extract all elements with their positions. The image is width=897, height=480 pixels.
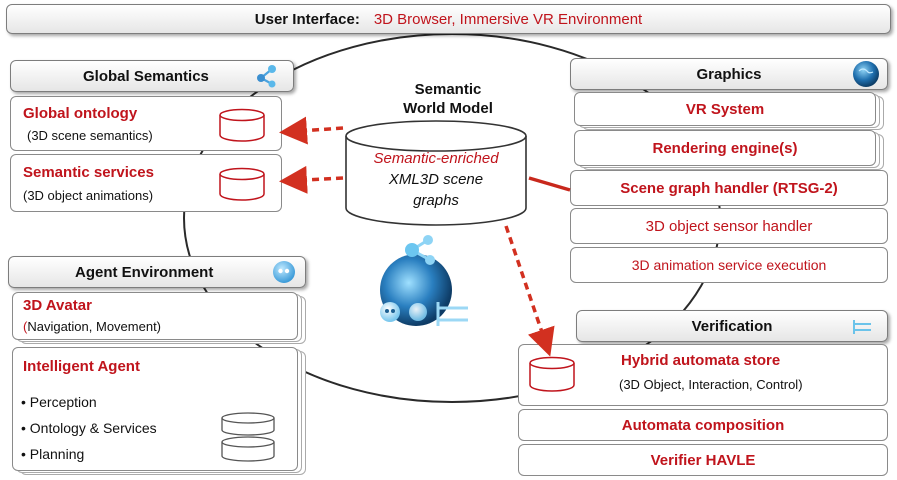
- bullet-planning: • Planning: [21, 446, 85, 462]
- world-model-db: [345, 120, 527, 226]
- user-interface-value: 3D Browser, Immersive VR Environment: [373, 10, 643, 28]
- automata-db-icon: [529, 356, 575, 392]
- verifier-havle-box: Verifier HAVLE: [518, 444, 888, 476]
- agent-environment-title: Agent Environment: [75, 263, 214, 281]
- semantic-services-title: Semantic services: [23, 164, 154, 181]
- animation-execution-label: 3D animation service execution: [631, 257, 827, 273]
- rendering-engine-box: Rendering engine(s): [574, 130, 876, 166]
- global-semantics-title: Global Semantics: [83, 67, 209, 85]
- global-ontology-title: Global ontology: [23, 105, 138, 122]
- bullet-perception: • Perception: [21, 394, 97, 410]
- agent-environment-header: Agent Environment: [8, 256, 306, 288]
- world-model-db-text: Semantic-enriched XML3D scene graphs: [373, 150, 499, 209]
- hybrid-automata-subtitle: (3D Object, Interaction, Control): [619, 377, 803, 392]
- automata-composition-label: Automata composition: [621, 416, 785, 434]
- verification-title: Verification: [691, 317, 773, 335]
- avatar-box: 3D Avatar (Navigation, Movement): [12, 292, 298, 340]
- semantic-services-subtitle: (3D object animations): [23, 188, 154, 203]
- object-sensor-label: 3D object sensor handler: [645, 217, 813, 235]
- global-ontology-subtitle: (3D scene semantics): [27, 128, 153, 143]
- automata-composition-box: Automata composition: [518, 409, 888, 441]
- world-model-title: Semantic World Model: [403, 81, 493, 117]
- graphics-title: Graphics: [696, 65, 762, 83]
- agent-face-icon: [273, 261, 295, 283]
- vr-system-box: VR System: [574, 92, 876, 126]
- avatar-subtitle: (Navigation, Movement): [23, 319, 162, 334]
- global-ontology-box: Global ontology (3D scene semantics): [10, 96, 282, 151]
- services-db-icon: [219, 167, 265, 201]
- semantic-services-box: Semantic services (3D object animations): [10, 154, 282, 212]
- rendering-engine-label: Rendering engine(s): [652, 139, 798, 157]
- agent-db-icon: [221, 412, 275, 462]
- verification-icon: [853, 320, 871, 334]
- verification-header: Verification: [576, 310, 888, 342]
- animation-execution-box: 3D animation service execution: [570, 247, 888, 283]
- globe-icon: [853, 61, 879, 87]
- graphics-header: Graphics: [570, 58, 888, 90]
- bullet-ontology-services: • Ontology & Services: [21, 420, 157, 436]
- global-semantics-header: Global Semantics: [10, 60, 294, 92]
- hybrid-automata-store-box: Hybrid automata store (3D Object, Intera…: [518, 344, 888, 406]
- object-sensor-box: 3D object sensor handler: [570, 208, 888, 244]
- share-icon: [257, 65, 276, 88]
- verifier-havle-label: Verifier HAVLE: [650, 451, 756, 469]
- world-model-logo-icon: [380, 235, 468, 326]
- hybrid-automata-title: Hybrid automata store: [621, 352, 781, 369]
- avatar-title: 3D Avatar: [23, 297, 92, 314]
- user-interface-bar: User Interface: 3D Browser, Immersive VR…: [6, 4, 891, 34]
- intelligent-agent-title: Intelligent Agent: [23, 358, 140, 375]
- vr-system-label: VR System: [685, 100, 765, 118]
- ontology-db-icon: [219, 108, 265, 142]
- user-interface-label: User Interface:: [254, 10, 360, 28]
- scene-graph-handler-label: Scene graph handler (RTSG-2): [620, 179, 838, 197]
- scene-graph-handler-box: Scene graph handler (RTSG-2): [570, 170, 888, 206]
- intelligent-agent-box: Intelligent Agent • Perception • Ontolog…: [12, 347, 298, 471]
